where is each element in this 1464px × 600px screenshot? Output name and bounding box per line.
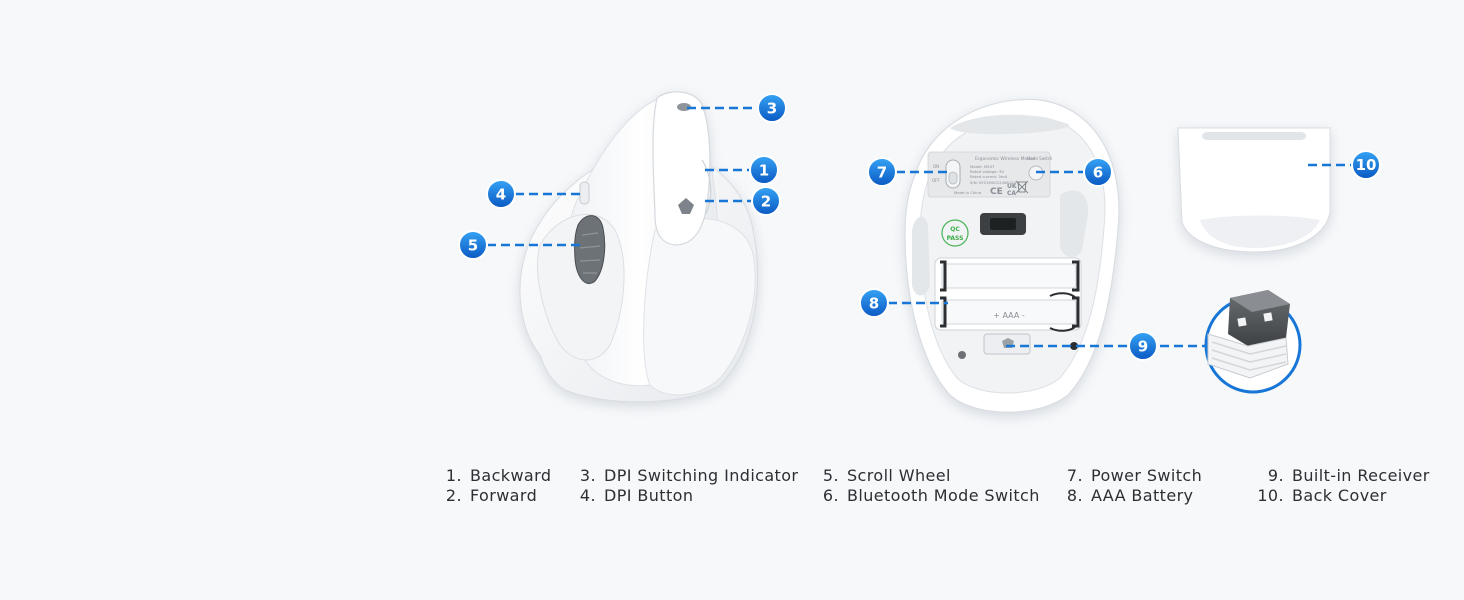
legend-label: Scroll Wheel <box>847 466 951 485</box>
legend-item-2: 2. Forward <box>446 486 538 506</box>
label-ukca-top: UK <box>1007 183 1017 190</box>
badge-3: 3 <box>757 93 787 123</box>
svg-text:7: 7 <box>877 164 887 182</box>
badge-5: 5 <box>458 230 488 260</box>
badge-1: 1 <box>749 155 779 185</box>
legend-label: DPI Switching Indicator <box>604 466 799 485</box>
aaa-battery-top <box>941 263 1077 289</box>
legend-number: 10. <box>1257 486 1284 505</box>
legend-item-3: 3. DPI Switching Indicator <box>580 466 799 486</box>
badge-2: 2 <box>751 186 781 216</box>
svg-text:8: 8 <box>869 295 879 313</box>
legend-item-1: 1. Backward <box>446 466 552 486</box>
back-cover-slot <box>1202 132 1306 140</box>
badge-10: 10 <box>1351 150 1381 180</box>
label-made-in: Made in China <box>954 190 981 195</box>
side-button-seam <box>701 159 712 216</box>
power-off-text: OFF <box>932 178 940 183</box>
mouse-bottom-view: Ergonomic Wireless Mouse Mode Switch Mod… <box>904 98 1120 413</box>
legend-label: Bluetooth Mode Switch <box>847 486 1040 505</box>
legend-number: 3. <box>579 466 596 485</box>
badge-6: 6 <box>1083 157 1113 187</box>
label-ce-mark: CE <box>990 187 1003 197</box>
legend-number: 2. <box>445 486 462 505</box>
legend-label: Back Cover <box>1292 486 1387 505</box>
power-on-text: ON <box>933 164 939 169</box>
svg-text:4: 4 <box>496 186 506 204</box>
legend-item-10: 10. Back Cover <box>1257 486 1387 506</box>
legend-label: Backward <box>470 466 552 485</box>
badge-4: 4 <box>486 179 516 209</box>
usb-body <box>1207 333 1289 379</box>
glide-pad-left <box>912 216 930 296</box>
legend-number: 6. <box>822 486 839 505</box>
legend-label: Built-in Receiver <box>1292 466 1430 485</box>
label-model: Model: M507 <box>970 164 995 169</box>
legend-number: 9. <box>1267 466 1284 485</box>
vertical-mouse-side-view <box>519 91 758 403</box>
legend-item-6: 6. Bluetooth Mode Switch <box>823 486 1040 506</box>
legend-item-9: 9. Built-in Receiver <box>1268 466 1430 486</box>
label-serial: S/N: KY51M0012408124 <box>970 180 1017 185</box>
legend-label: Forward <box>470 486 538 505</box>
legend-item-4: 4. DPI Button <box>580 486 694 506</box>
legend-number: 5. <box>822 466 839 485</box>
legend-number: 8. <box>1066 486 1083 505</box>
badge-9: 9 <box>1128 331 1158 361</box>
legend-item-5: 5. Scroll Wheel <box>823 466 951 486</box>
label-title: Ergonomic Wireless Mouse <box>975 156 1035 162</box>
legend-number: 4. <box>579 486 596 505</box>
brand-logo-icon <box>678 198 694 214</box>
label-voltage: Rated voltage: 3V <box>970 169 1004 174</box>
back-cover <box>1177 127 1331 253</box>
qc-line1: QC <box>950 226 960 233</box>
callout-badges: 3 1 2 4 5 7 6 8 <box>458 93 1381 361</box>
legend-label: Power Switch <box>1091 466 1203 485</box>
legend-number: 7. <box>1066 466 1083 485</box>
battery-marks: + AAA - <box>993 311 1025 320</box>
badge-8: 8 <box>859 288 889 318</box>
parts-legend: 1. Backward 2. Forward 3. DPI Switching … <box>0 466 1464 510</box>
mouse-right-side <box>643 217 756 396</box>
legend-label: DPI Button <box>604 486 694 505</box>
glide-pad-right <box>1060 190 1089 258</box>
label-current: Rated current: 5mA <box>970 174 1008 179</box>
leader-lines <box>487 106 1352 348</box>
usb-receiver <box>1204 290 1302 394</box>
legend-item-8: 8. AAA Battery <box>1067 486 1194 506</box>
top-button-strip <box>652 91 711 246</box>
svg-text:1: 1 <box>759 162 769 180</box>
legend-number: 1. <box>445 466 462 485</box>
weee-bin-icon <box>1015 180 1029 194</box>
qc-pass-badge <box>941 219 969 247</box>
svg-text:10: 10 <box>1356 156 1377 174</box>
aaa-battery-bottom <box>941 299 1077 325</box>
screw-left <box>958 351 966 359</box>
dpi-button <box>579 181 590 205</box>
svg-text:2: 2 <box>761 193 771 211</box>
badge-7: 7 <box>867 157 897 187</box>
svg-text:5: 5 <box>468 237 478 255</box>
svg-text:3: 3 <box>767 100 777 118</box>
legend-label: AAA Battery <box>1091 486 1194 505</box>
glide-pad-top <box>950 114 1070 135</box>
screw-right <box>1070 342 1078 350</box>
svg-text:6: 6 <box>1093 164 1103 182</box>
qc-line2: PASS <box>947 235 964 242</box>
label-ukca-bottom: CA <box>1007 190 1016 197</box>
svg-text:9: 9 <box>1138 338 1148 356</box>
legend-item-7: 7. Power Switch <box>1067 466 1203 486</box>
label-mode-switch: Mode Switch <box>1027 156 1053 161</box>
